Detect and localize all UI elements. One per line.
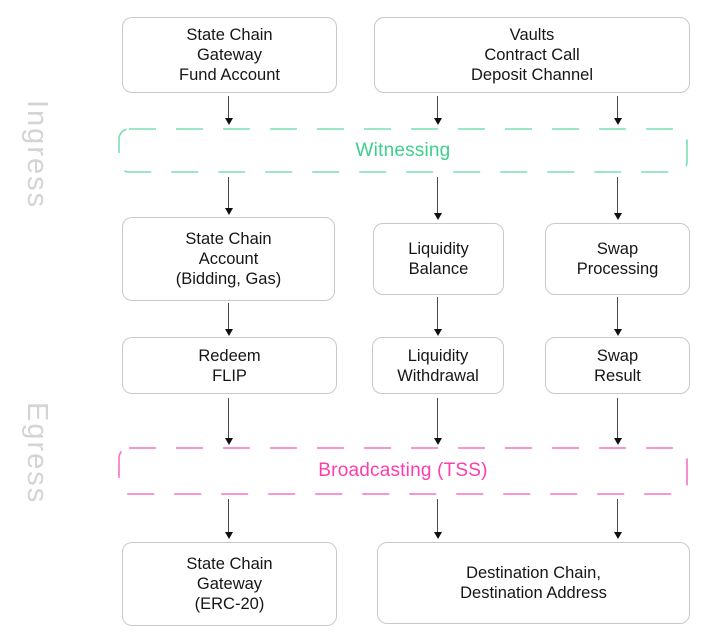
node-label: Redeem FLIP [198,346,261,385]
flow-arrow-down-icon [613,297,622,336]
witnessing-band: Witnessing [118,128,688,173]
node-vaults-contract-call-deposit-channel: Vaults Contract Call Deposit Channel [374,17,690,93]
dashed-border-icon [118,128,688,173]
node-label: Destination Chain, Destination Address [460,564,607,602]
node-label: State Chain Gateway (ERC-20) [186,555,273,613]
flow-arrow-down-icon [433,398,442,445]
dashed-border-icon [118,447,688,495]
flow-arrow-down-icon [224,177,233,215]
flow-arrow-down-icon [433,499,442,539]
flow-arrow-down-icon [433,177,442,220]
node-state-chain-account-bidding-gas: State Chain Account (Bidding, Gas) [122,217,335,301]
node-state-chain-gateway-fund-account: State Chain Gateway Fund Account [122,17,337,93]
node-destination-chain-address: Destination Chain, Destination Address [377,542,690,624]
flow-arrow-down-icon [433,96,442,125]
egress-section-label: Egress [21,402,53,505]
flow-arrow-down-icon [433,297,442,336]
broadcasting-label: Broadcasting (TSS) [318,460,488,481]
flow-arrow-down-icon [613,96,622,125]
node-liquidity-balance: Liquidity Balance [373,223,504,295]
node-swap-result: Swap Result [545,337,690,394]
node-label: State Chain Account (Bidding, Gas) [175,230,282,288]
node-label: Vaults Contract Call Deposit Channel [471,26,593,84]
flow-arrow-down-icon [613,499,622,539]
witnessing-label: Witnessing [355,139,451,161]
flow-arrow-down-icon [613,398,622,445]
node-label: State Chain Gateway Fund Account [179,26,280,84]
node-label: Swap Result [594,346,641,385]
node-swap-processing: Swap Processing [545,223,690,295]
node-label: Liquidity Withdrawal [397,346,479,385]
broadcasting-band: Broadcasting (TSS) [118,447,688,495]
node-label: Swap Processing [576,240,659,278]
node-redeem-flip: Redeem FLIP [122,337,337,394]
flow-arrow-down-icon [224,499,233,539]
flow-arrow-down-icon [613,177,622,220]
flow-arrow-down-icon [224,398,233,445]
node-liquidity-withdrawal: Liquidity Withdrawal [372,337,504,394]
flow-arrow-down-icon [224,303,233,336]
ingress-section-label: Ingress [21,100,53,210]
node-label: Liquidity Balance [408,240,469,278]
node-state-chain-gateway-erc20: State Chain Gateway (ERC-20) [122,542,337,626]
flow-arrow-down-icon [224,96,233,125]
